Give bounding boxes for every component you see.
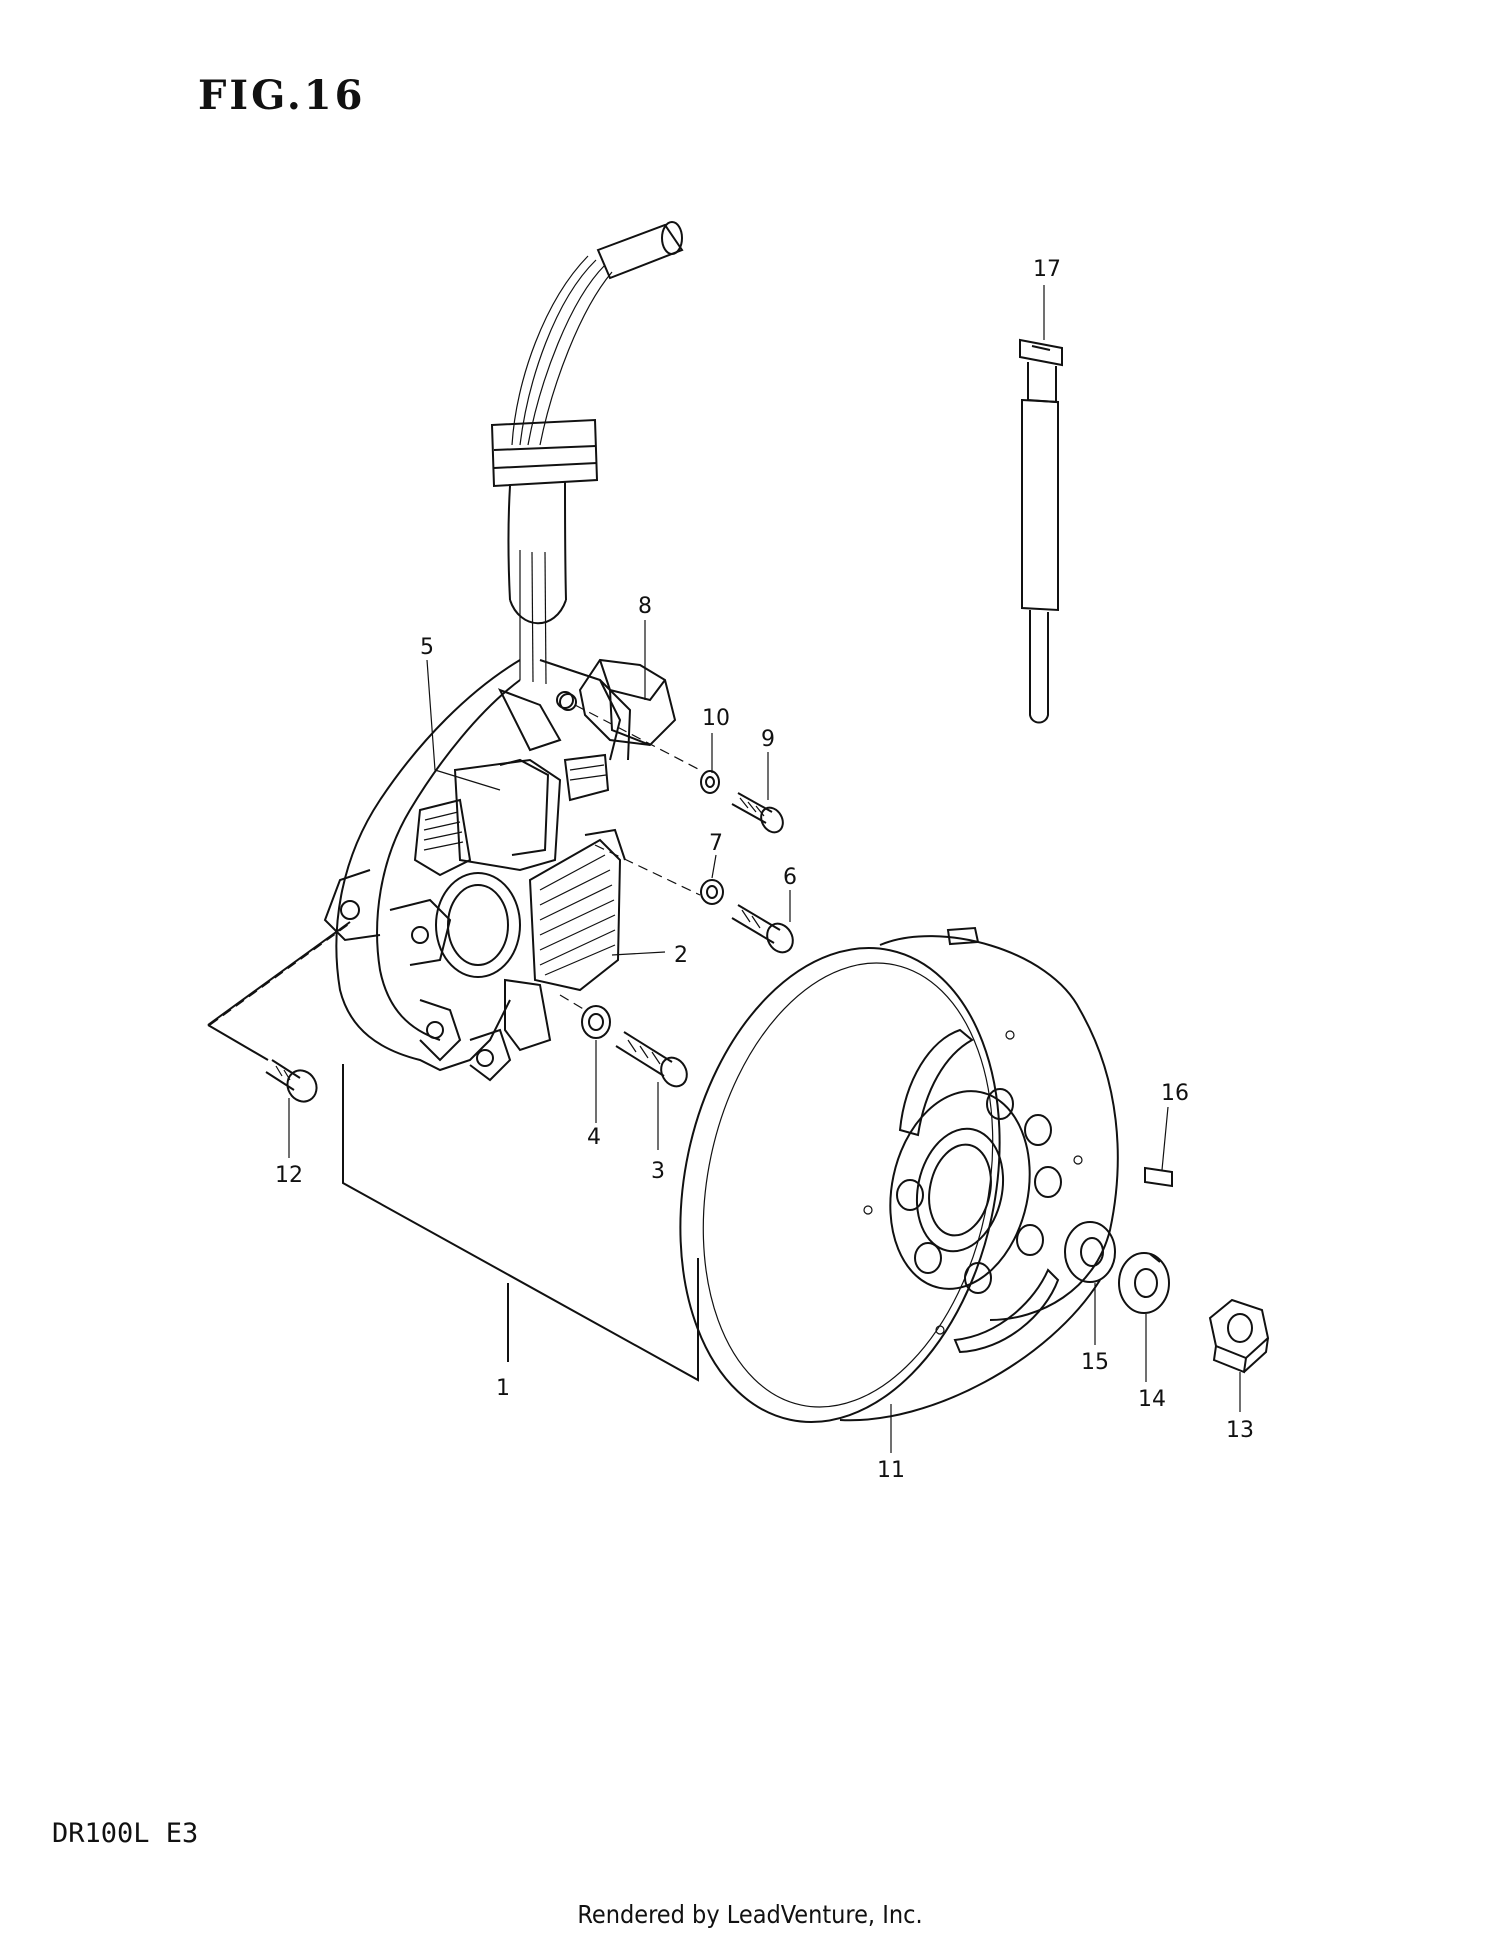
callout-11: 11: [877, 1458, 905, 1483]
callout-3: 3: [651, 1159, 665, 1184]
screw-12: [265, 1059, 318, 1103]
stator-base-plate: [323, 659, 632, 1082]
woodruff-key-16: [1144, 1166, 1173, 1188]
washer-10: [700, 770, 720, 794]
figure-label: FIG.16: [198, 72, 366, 119]
lock-washer-14: [1118, 1252, 1170, 1314]
washer-7: [700, 879, 724, 905]
callout-13: 13: [1226, 1418, 1254, 1443]
washer-15: [1064, 1221, 1116, 1283]
callout-9: 9: [761, 727, 775, 752]
model-code: DR100L E3: [52, 1818, 199, 1849]
callout-6: 6: [783, 865, 797, 890]
special-tool: [1019, 338, 1063, 724]
washer-4: [581, 1005, 611, 1039]
callout-12: 12: [275, 1163, 303, 1188]
assembly-lines: [209, 704, 701, 1026]
callout-8: 8: [638, 594, 652, 619]
callout-16: 16: [1161, 1081, 1189, 1106]
screw-3: [615, 1031, 688, 1088]
assembly-bracket: [342, 1064, 699, 1382]
callout-4: 4: [587, 1125, 601, 1150]
callout-10: 10: [702, 706, 730, 731]
leader-lines: [207, 285, 1241, 1453]
callout-17: 17: [1033, 257, 1061, 282]
callout-15: 15: [1081, 1350, 1109, 1375]
footer-credit: Rendered by LeadVenture, Inc.: [577, 1900, 923, 1929]
callout-5: 5: [420, 635, 434, 660]
callout-labels: 1 2 3 4 5 6 7 8 9 10 11 12 13 14 15 16 1…: [275, 257, 1254, 1483]
wire-harness: [490, 221, 684, 685]
callout-2: 2: [674, 943, 688, 968]
screw-6: [731, 904, 794, 954]
screw-9: [731, 792, 784, 834]
coil-upper: [413, 753, 610, 877]
pickup-coil: [559, 658, 677, 747]
callout-1: 1: [496, 1376, 510, 1401]
nut-13: [1208, 1298, 1270, 1374]
coil-lower: [504, 828, 626, 1052]
callout-14: 14: [1138, 1387, 1166, 1412]
callout-7: 7: [709, 831, 723, 856]
flywheel-rotor: [679, 926, 1119, 1423]
